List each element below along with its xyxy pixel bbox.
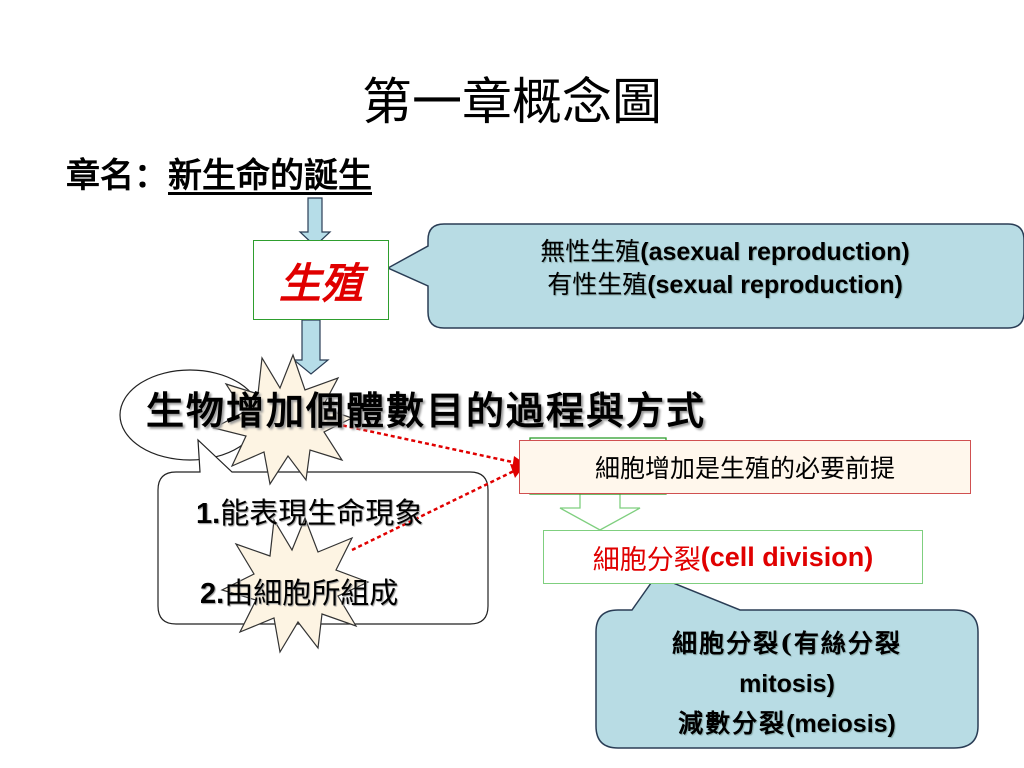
sexual-en: (sexual reproduction)	[647, 271, 903, 299]
asexual-en: (asexual reproduction)	[640, 238, 910, 266]
mitosis-zh: 細胞分裂(有絲分裂	[672, 629, 902, 658]
reproduction-box: 生殖	[253, 240, 389, 320]
cell-division-zh: 細胞分裂	[592, 544, 701, 575]
reproduction-types-text: 無性生殖(asexual reproduction) 有性生殖(sexual r…	[430, 236, 1020, 302]
cell-increase-text: 細胞增加	[594, 455, 695, 483]
prerequisite-box: 細胞增加是生殖的必要前提	[519, 440, 971, 494]
division-types-text: 細胞分裂(有絲分裂 mitosis) 減數分裂(meiosis)	[596, 624, 978, 744]
division-types-callout	[595, 575, 979, 749]
meiosis-en: (meiosis)	[786, 710, 896, 738]
starburst-shape	[212, 353, 354, 486]
reproduction-label: 生殖	[278, 258, 363, 308]
feature-2-text: 由細胞所組成	[224, 578, 399, 610]
feature-item-2: 2.由細胞所組成	[200, 570, 398, 612]
prerequisite-text: 是生殖的必要前提	[695, 455, 896, 483]
meiosis-zh: 減數分裂	[678, 709, 787, 738]
dotted-arrow-line	[335, 422, 518, 465]
page-title: 第一章概念圖	[362, 73, 662, 131]
feature-1-number: 1.	[196, 498, 221, 530]
cell-division-en: (cell division)	[700, 541, 874, 572]
chapter-label: 章名：	[66, 156, 168, 196]
asexual-line: 無性生殖(asexual reproduction)	[430, 236, 1020, 269]
starburst-shape	[220, 516, 370, 654]
feature-2-number: 2.	[200, 578, 225, 610]
sexual-zh: 有性生殖	[547, 271, 648, 299]
wide-down-arrow-icon	[559, 493, 641, 531]
chapter-name: 新生命的誕生	[168, 156, 372, 196]
chapter-heading: 章名：新生命的誕生	[66, 148, 372, 197]
dotted-arrow-line	[351, 469, 515, 552]
mitosis-en: mitosis)	[739, 670, 835, 698]
feature-item-1: 1.能表現生命現象	[196, 490, 423, 532]
cell-division-box: 細胞分裂(cell division)	[543, 530, 923, 584]
sexual-line: 有性生殖(sexual reproduction)	[430, 269, 1020, 302]
process-text: 生物增加個體數目的過程與方式	[146, 388, 707, 433]
feature-1-text: 能表現生命現象	[220, 498, 424, 530]
down-arrow-icon	[298, 197, 332, 247]
asexual-zh: 無性生殖	[540, 238, 641, 266]
features-bubble	[157, 438, 489, 625]
reproduction-types-callout	[386, 223, 1024, 329]
down-arrow-icon	[292, 319, 330, 375]
